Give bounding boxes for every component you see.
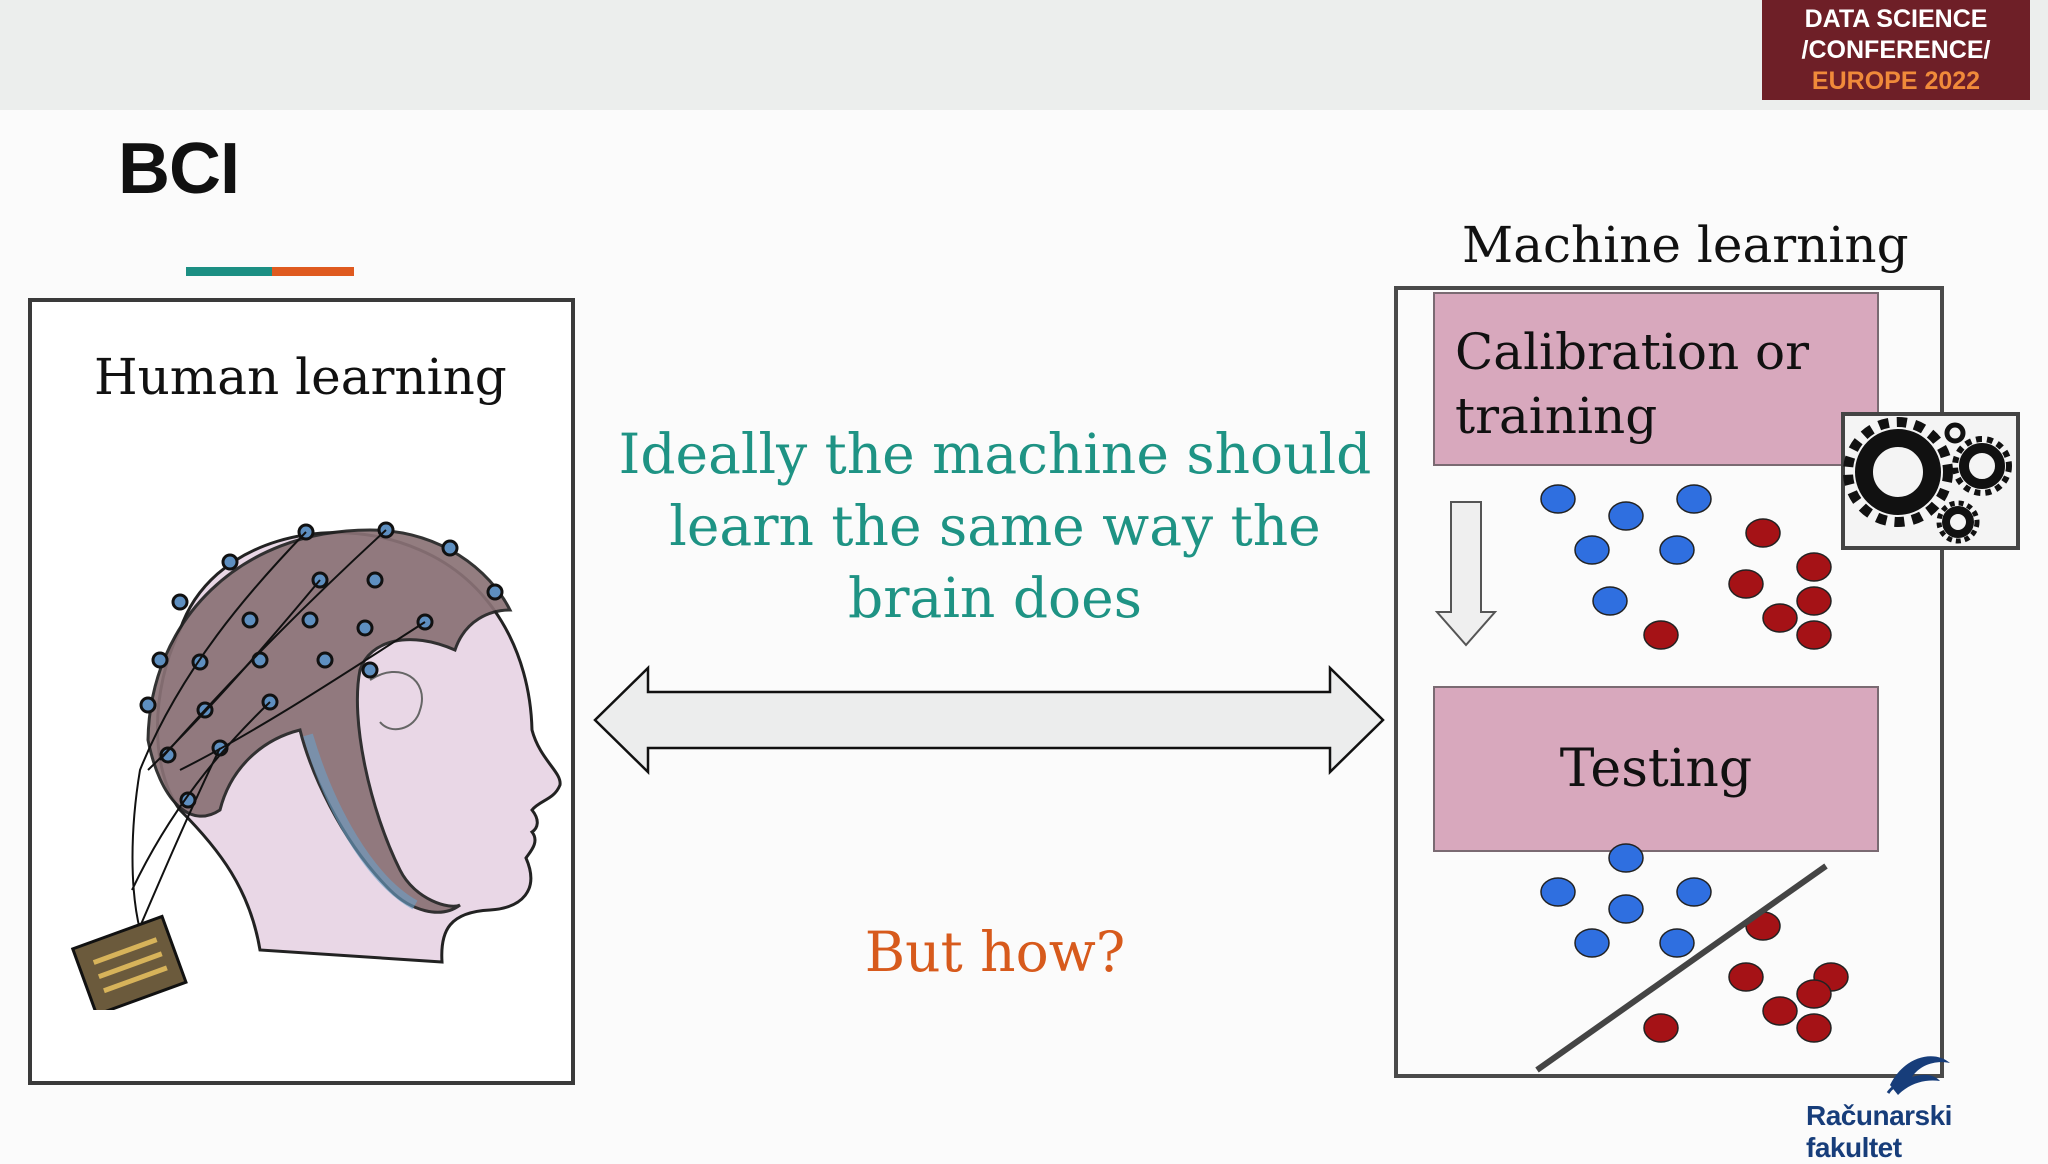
calibration-dots [1540,484,1832,650]
question-text: But how? [864,920,1126,984]
down-arrow-icon [1434,501,1498,647]
decision-boundary-line [1535,863,1828,1073]
conference-badge: DATA SCIENCE /CONFERENCE/ EUROPE 2022 [1762,0,2030,100]
title-accent-teal [186,267,272,276]
faculty-logo-text: Računarski fakultet [1806,1100,1952,1163]
eeg-head-illustration [70,521,562,1010]
gears-icon [1841,412,2020,550]
badge-line-2: /CONFERENCE/ [1801,35,1991,64]
testing-dots [1540,843,1849,1043]
testing-box: Testing [1433,686,1879,852]
calibration-box: Calibration or training [1433,292,1879,466]
human-learning-title: Human learning [94,348,507,406]
machine-learning-panel [1394,286,1944,1078]
top-bar [0,0,2048,110]
double-arrow-icon [593,665,1385,775]
badge-line-1: DATA SCIENCE [1804,4,1988,33]
center-statement: Ideally the machine should learn the sam… [618,422,1372,630]
slide-title: BCI [118,129,240,209]
title-accent-orange [272,267,354,276]
machine-learning-title: Machine learning [1462,216,1909,274]
badge-line-3: EUROPE 2022 [1811,66,1981,95]
faculty-logo-icon [1886,1056,1950,1095]
